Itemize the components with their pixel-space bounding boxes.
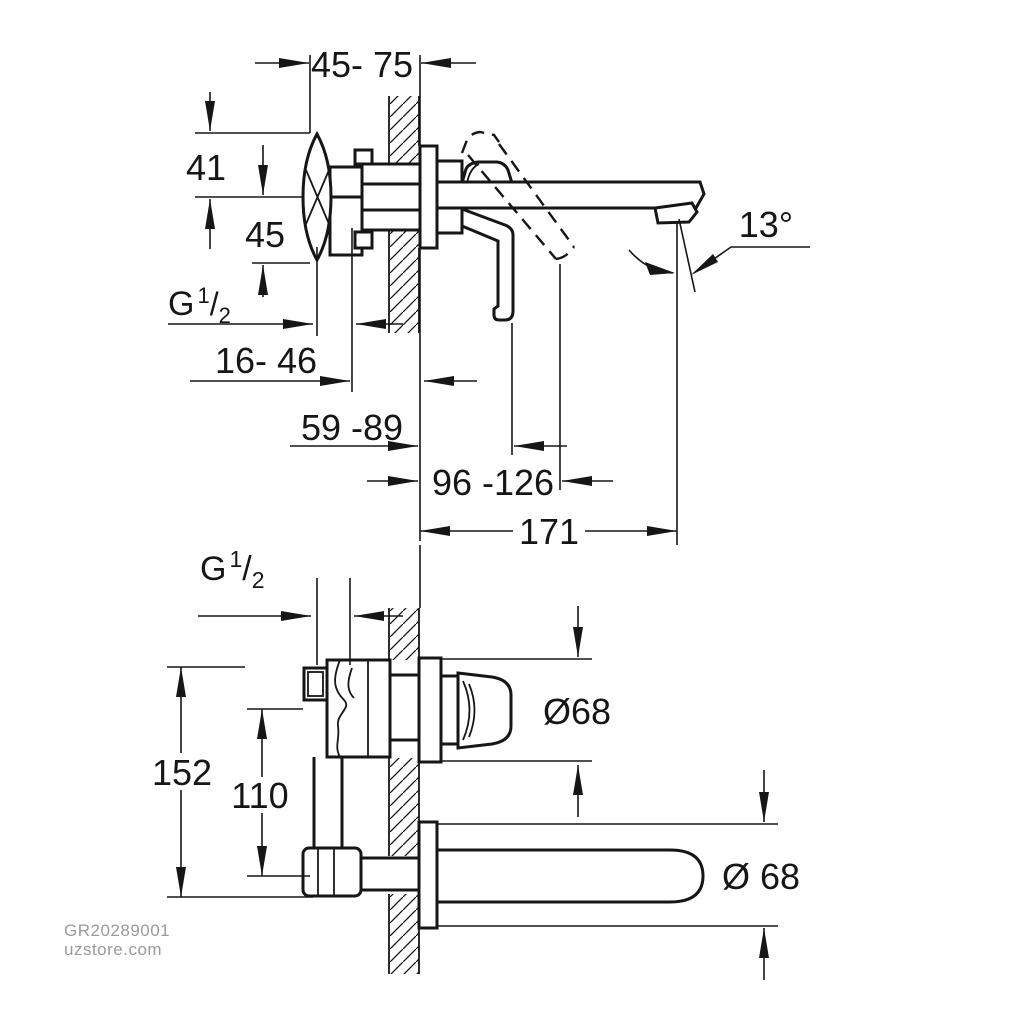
wall-hatch-band (389, 894, 419, 974)
dashed-lever-knob (460, 130, 500, 154)
inlet-boss-inner (307, 671, 324, 697)
handle-lever-open-dashed (460, 130, 575, 261)
dim-152: 152 (152, 667, 212, 897)
dim-label-96-126: 96 -126 (432, 462, 554, 503)
dim-dia68-spout: Ø 68 (722, 770, 800, 980)
wall-escutcheon (418, 144, 439, 250)
thread-sub: 2 (219, 303, 231, 328)
upper-thread-tab (353, 148, 374, 166)
dim-label-13deg: 13° (739, 204, 793, 245)
union-nut (301, 846, 363, 898)
wall-hatch-upper (389, 96, 419, 164)
handle-escutcheon (417, 656, 443, 764)
dim-45-75: 45- 75 (255, 44, 476, 85)
wall-section-bottom (388, 608, 420, 974)
handle-lever-closed (460, 206, 515, 322)
wall-hatch-lower (389, 230, 419, 333)
dim-dia68-handle: Ø68 (543, 606, 611, 817)
dim-110: 110 (231, 709, 289, 876)
visible-trim (418, 130, 706, 322)
dim-label-45-75: 45- 75 (311, 44, 413, 85)
dim-41: 41 (186, 92, 226, 249)
dim-label-110: 110 (231, 775, 288, 816)
wall-hatch-band (389, 758, 419, 856)
dim-label-152: 152 (152, 752, 212, 793)
concealed-body (301, 130, 439, 264)
thread-sub: 2 (252, 567, 265, 593)
inlet-boss (302, 666, 329, 702)
dim-angle-13: 13° (628, 204, 810, 293)
watermark-code: GR20289001 (64, 921, 170, 940)
body-casting-contour (334, 659, 348, 758)
spout-supply-pipe (359, 856, 421, 892)
thread-prefix: G (168, 285, 194, 323)
rosette-cross-line (305, 169, 330, 225)
dashed-lever-edge (467, 154, 557, 260)
dim-171: 171 (420, 511, 677, 552)
dashed-lever-edge (498, 143, 575, 248)
dim-96-126: 96 -126 (367, 462, 613, 503)
dim-45: 45 (245, 145, 285, 297)
thread-slash: / (210, 286, 219, 322)
thread-sup: 1 (197, 283, 209, 308)
spout-outline (435, 180, 706, 210)
body-casting-contour (347, 667, 355, 699)
stream-angle-line (678, 218, 696, 293)
dim-label-41: 41 (186, 147, 226, 188)
thread-prefix: G (200, 550, 226, 588)
dim-label-171: 171 (519, 511, 579, 552)
dim-label-dia68-spout: Ø 68 (722, 856, 800, 897)
bottom-body-assembly (301, 658, 421, 898)
dim-16-46: 16- 46 (190, 340, 477, 386)
knob-arc (462, 680, 471, 741)
handle-neck (439, 674, 460, 746)
thread-slash: / (242, 550, 252, 588)
dim-label-45: 45 (245, 214, 285, 255)
lower-thread-tab (353, 230, 374, 250)
bottom-view-extension-lines (167, 578, 778, 927)
dim-label-dia68-handle: Ø68 (543, 691, 611, 732)
bottom-visible-trim (417, 656, 705, 930)
spout-escutcheon (417, 820, 439, 930)
thread-sup: 1 (229, 546, 242, 572)
spout-plan-outline (435, 848, 705, 904)
top-view-extension-lines (195, 55, 678, 608)
watermark: GR20289001 uzstore.com (64, 921, 170, 959)
dashed-lever-tip (555, 246, 575, 261)
knob-arc (468, 683, 476, 738)
dim-label-16-46: 16- 46 (215, 340, 317, 381)
handle-knob (456, 671, 513, 750)
watermark-site: uzstore.com (64, 940, 162, 959)
aerator (653, 201, 699, 225)
dim-59-89: 59 -89 (290, 407, 567, 451)
dim-label-59-89: 59 -89 (301, 407, 403, 448)
